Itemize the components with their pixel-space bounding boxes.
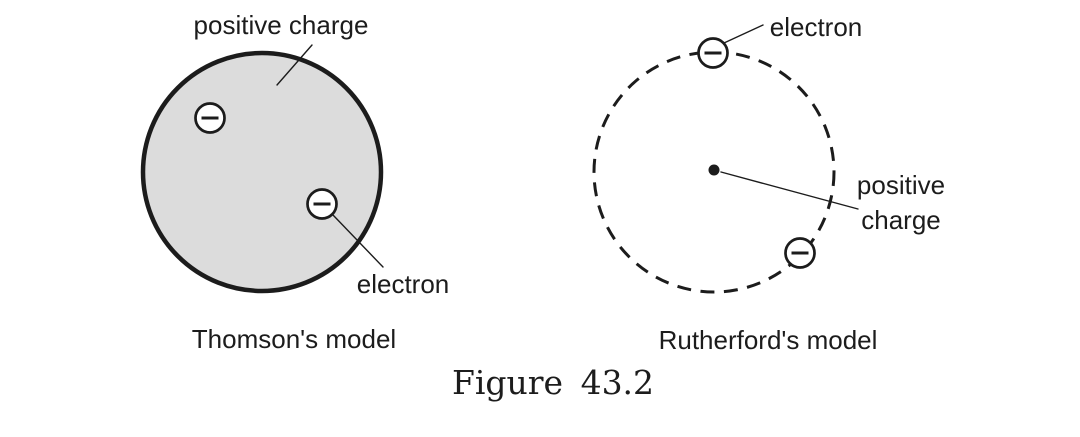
rutherford-diagram — [592, 24, 859, 294]
thomson-diagram — [140, 44, 384, 294]
thomson-positive-charge-label: positive charge — [193, 10, 369, 40]
rutherford-model-caption: Rutherford's model — [658, 325, 878, 355]
thomson-model-caption: Thomson's model — [191, 324, 397, 354]
electron-icon — [697, 37, 729, 69]
positive-charge-leader-line — [720, 171, 859, 210]
electron-icon — [784, 237, 816, 269]
rutherford-electron-label: electron — [769, 12, 863, 42]
electron-leader-line — [723, 24, 764, 44]
rutherford-positive-charge-label: positive charge — [856, 170, 946, 235]
electron-icon — [306, 188, 338, 220]
positive-charge-sphere — [140, 50, 384, 294]
nucleus-dot — [708, 164, 720, 176]
thomson-electron-label: electron — [356, 269, 450, 299]
figure-caption: Figure 43.2 — [451, 363, 655, 402]
electron-icon — [194, 102, 226, 134]
electron-leader-line — [332, 214, 384, 268]
positive-charge-leader-line — [276, 44, 313, 86]
